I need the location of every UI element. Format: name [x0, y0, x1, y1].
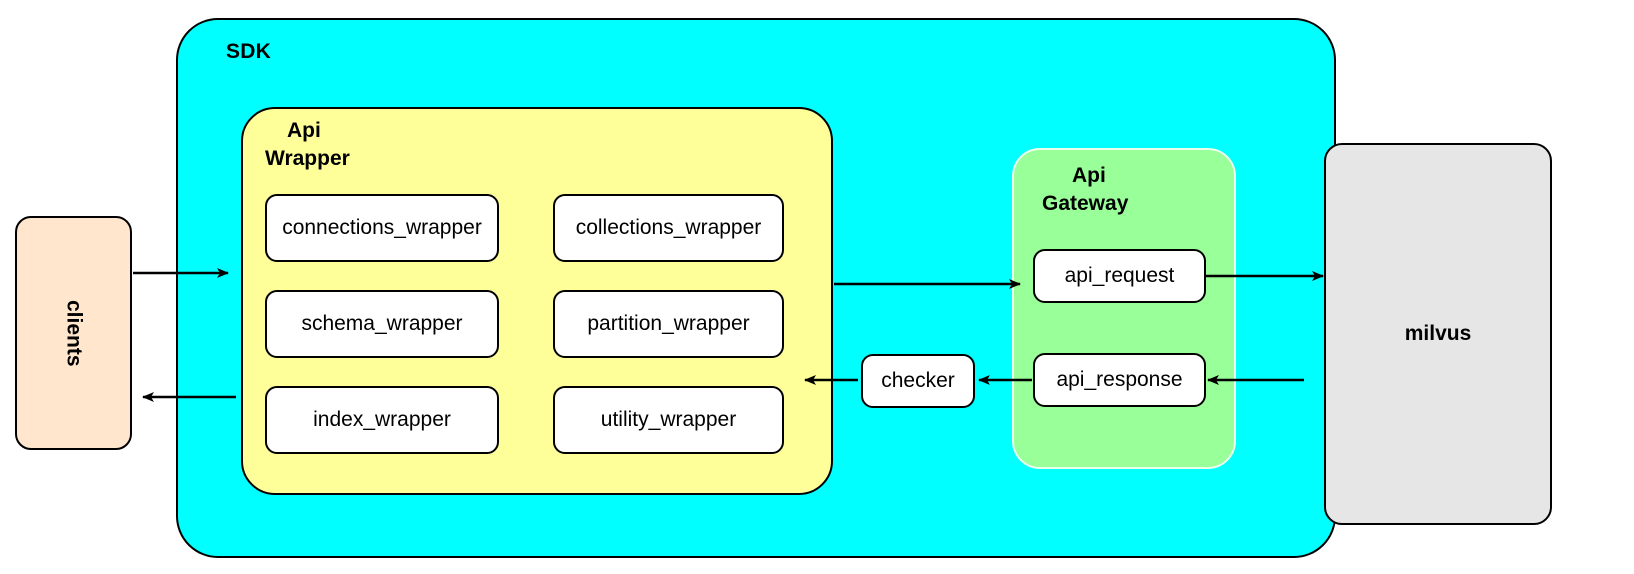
module-label: api_response: [1056, 368, 1183, 391]
api-gateway-container[interactable]: Api Gateway: [1012, 148, 1236, 469]
module-collections-wrapper[interactable]: collections_wrapper: [553, 194, 784, 262]
module-utility-wrapper[interactable]: utility_wrapper: [553, 386, 784, 454]
module-connections-wrapper[interactable]: connections_wrapper: [265, 194, 499, 262]
milvus-label: milvus: [1404, 322, 1472, 345]
module-label: connections_wrapper: [282, 216, 482, 239]
clients-node[interactable]: clients: [15, 216, 132, 450]
module-partition-wrapper[interactable]: partition_wrapper: [553, 290, 784, 358]
checker-node[interactable]: checker: [861, 354, 975, 408]
module-label: api_request: [1064, 264, 1175, 287]
api-wrapper-label: Api Wrapper: [265, 117, 350, 173]
clients-label: clients: [62, 299, 86, 367]
api-wrapper-label-line1: Api: [287, 119, 321, 142]
module-label: schema_wrapper: [301, 312, 463, 335]
module-api-request[interactable]: api_request: [1033, 249, 1206, 303]
module-label: collections_wrapper: [575, 216, 762, 239]
module-schema-wrapper[interactable]: schema_wrapper: [265, 290, 499, 358]
api-wrapper-label-line2: Wrapper: [265, 147, 350, 170]
sdk-label: SDK: [226, 40, 271, 63]
module-index-wrapper[interactable]: index_wrapper: [265, 386, 499, 454]
api-gateway-label: Api Gateway: [1042, 162, 1128, 218]
module-api-response[interactable]: api_response: [1033, 353, 1206, 407]
module-label: utility_wrapper: [600, 408, 737, 431]
module-label: partition_wrapper: [587, 312, 750, 335]
api-gateway-label-line2: Gateway: [1042, 192, 1129, 215]
milvus-node[interactable]: milvus: [1324, 143, 1552, 525]
checker-label: checker: [881, 369, 955, 392]
api-gateway-label-line1: Api: [1072, 164, 1106, 187]
module-label: index_wrapper: [313, 408, 451, 431]
